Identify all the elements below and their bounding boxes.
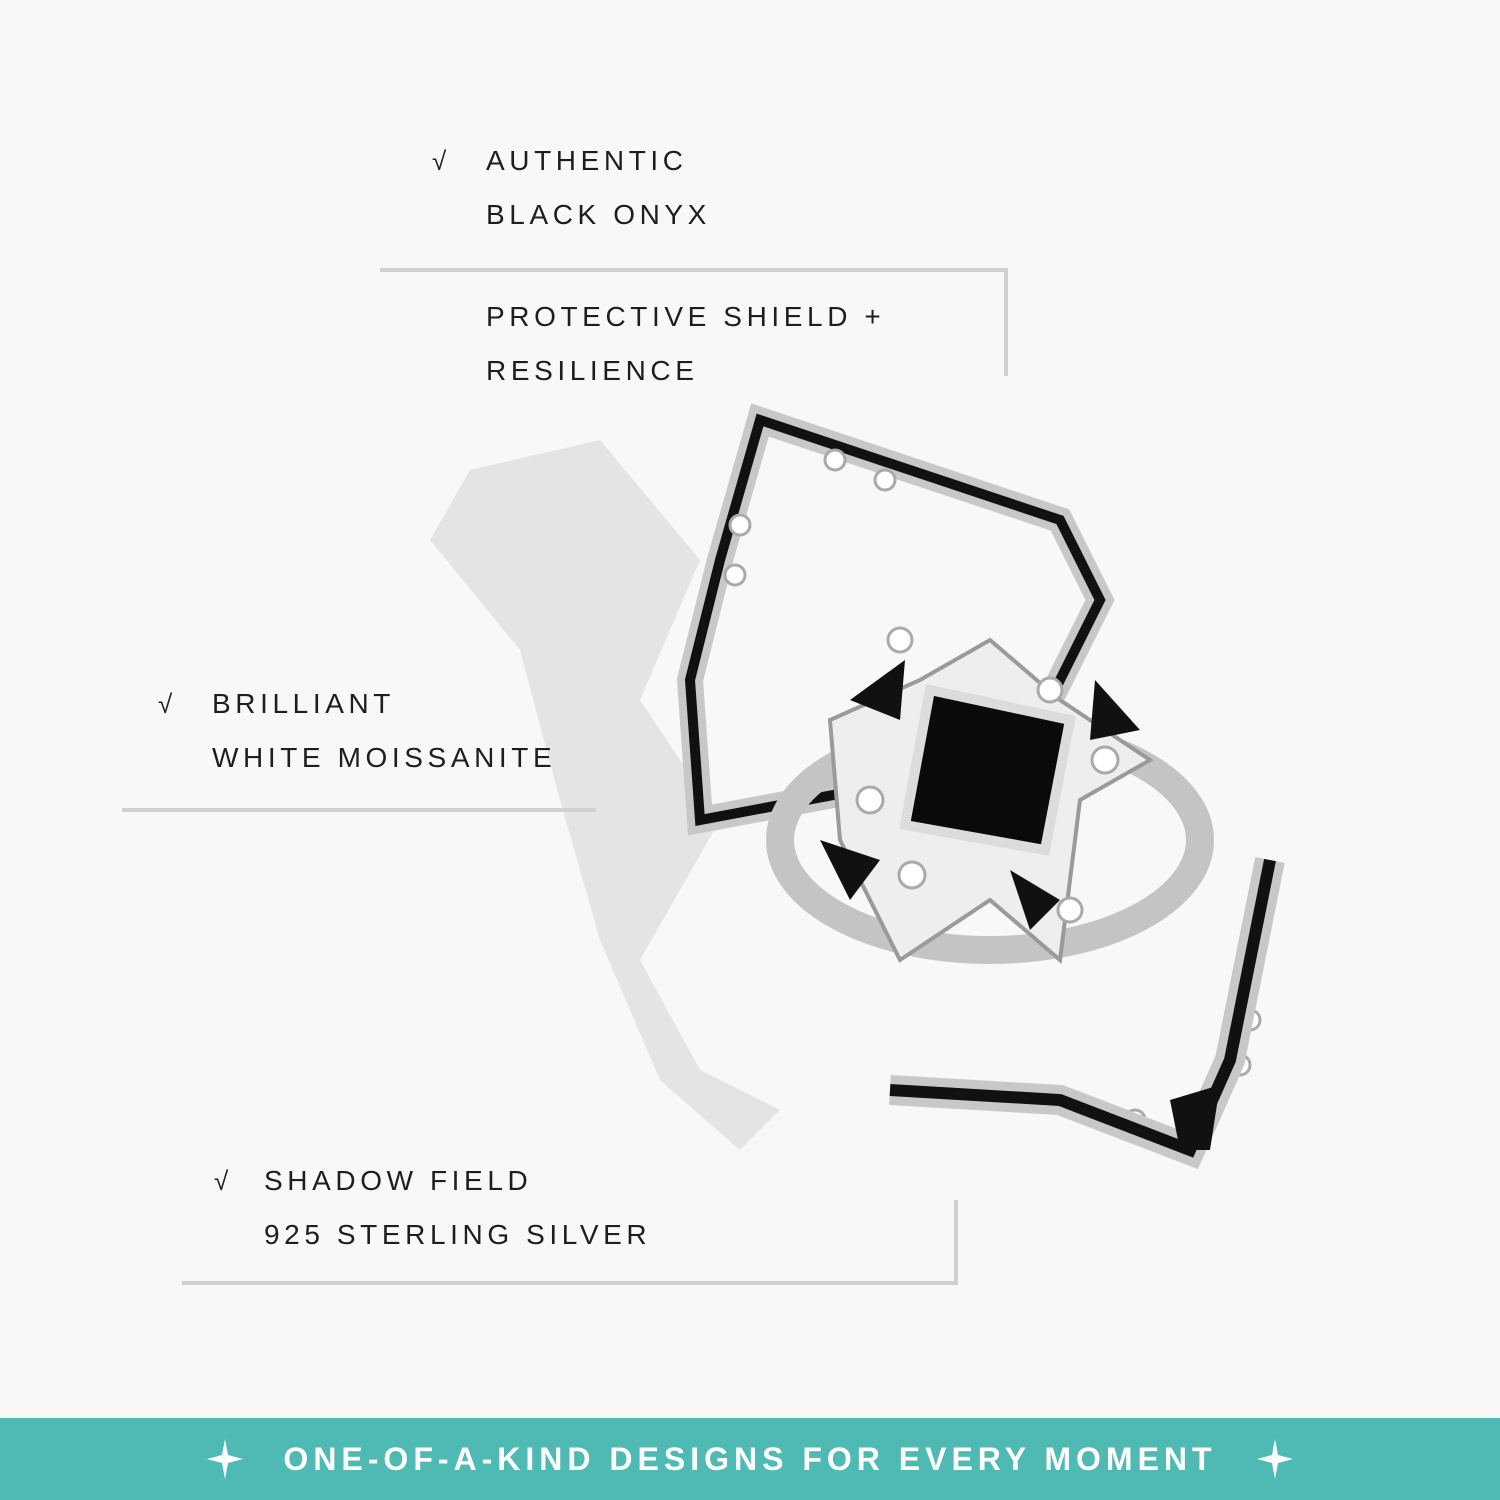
feature-protective-shield: PROTECTIVE SHIELD + RESILIENCE	[486, 290, 885, 398]
feature-sterling-silver: SHADOW FIELD 925 STERLING SILVER	[264, 1154, 651, 1262]
check-icon: √	[432, 146, 447, 176]
feature-line: 925 STERLING SILVER	[264, 1219, 652, 1250]
bottom-banner: ONE-OF-A-KIND DESIGNS FOR EVERY MOMENT	[0, 1418, 1500, 1500]
feature-authentic-black-onyx: AUTHENTIC BLACK ONYX	[486, 134, 711, 242]
divider-line	[1004, 268, 1008, 376]
sparkle-icon	[1256, 1439, 1293, 1479]
sparkle-icon	[207, 1439, 244, 1479]
check-icon: √	[158, 689, 173, 719]
feature-line: BRILLIANT	[212, 688, 395, 719]
black-onyx-stone	[899, 684, 1076, 856]
divider-line	[182, 1281, 958, 1285]
ring-set-illustration	[430, 403, 1285, 1170]
banner-text: ONE-OF-A-KIND DESIGNS FOR EVERY MOMENT	[283, 1440, 1217, 1477]
feature-line: SHADOW FIELD	[264, 1165, 533, 1196]
feature-line: AUTHENTIC	[486, 145, 688, 176]
divider-line	[122, 808, 596, 812]
divider-line	[380, 268, 1008, 272]
feature-line: PROTECTIVE SHIELD +	[486, 301, 886, 332]
feature-line: BLACK ONYX	[486, 199, 711, 230]
feature-line: RESILIENCE	[486, 355, 699, 386]
ring-shadow	[430, 440, 780, 1150]
feature-line: WHITE MOISSANITE	[212, 742, 557, 773]
divider-line	[954, 1200, 958, 1285]
check-icon: √	[214, 1166, 229, 1196]
feature-brilliant-moissanite: BRILLIANT WHITE MOISSANITE	[212, 677, 556, 785]
